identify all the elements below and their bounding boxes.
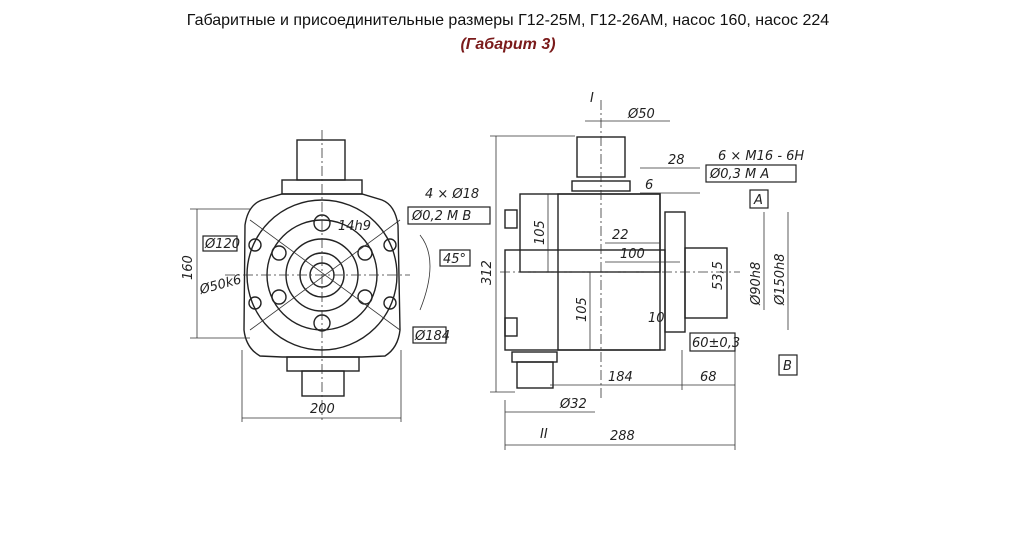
dim-threads: 6 × M16 - 6H [718,149,804,164]
dim-height: 160 [181,255,196,280]
dim-port-top: Ø50 [627,107,655,122]
dim-bolt-circle: Ø120 [204,237,240,252]
dim-105-top: 105 [533,220,548,245]
section-top: I [590,91,594,106]
dim-288: 288 [610,429,635,444]
dim-28: 28 [668,153,685,168]
dim-6: 6 [645,178,653,193]
dim-key: 14h9 [338,219,371,234]
dim-10: 10 [648,311,665,326]
dim-105-bottom: 105 [575,297,590,322]
front-view: 160 200 Ø120 Ø50k6 14h9 4 × Ø18 Ø0,2 M B… [181,130,491,422]
page-title: Габаритные и присоединительные размеры Г… [186,12,830,29]
page-subtitle: (Габарит 3) [460,36,556,53]
datum-a: A [753,193,763,208]
dim-22: 22 [612,228,629,243]
datum-b: B [783,359,792,374]
dim-53: 53,5 [711,261,726,290]
dim-position-tol: Ø0,3 M A [709,167,769,182]
dim-flange: Ø184 [414,329,450,344]
side-view: 312 288 184 68 Ø32 II Ø50 I 105 105 28 6… [480,91,804,450]
dim-angle: 45° [443,252,466,267]
dim-150: Ø150h8 [773,253,788,306]
dim-184: 184 [608,370,633,385]
dim-shaft: Ø50k6 [197,272,243,298]
dim-312: 312 [480,260,495,285]
dim-holes: 4 × Ø18 [425,187,479,202]
dim-port-bottom: Ø32 [559,397,587,412]
dim-tolerance-frame: Ø0,2 M B [411,209,471,224]
dim-60: 60±0,3 [692,336,740,351]
dim-90: Ø90h8 [749,262,764,306]
dim-width: 200 [310,402,335,417]
dim-100: 100 [620,247,645,262]
section-bottom: II [540,427,548,442]
dim-68: 68 [700,370,717,385]
